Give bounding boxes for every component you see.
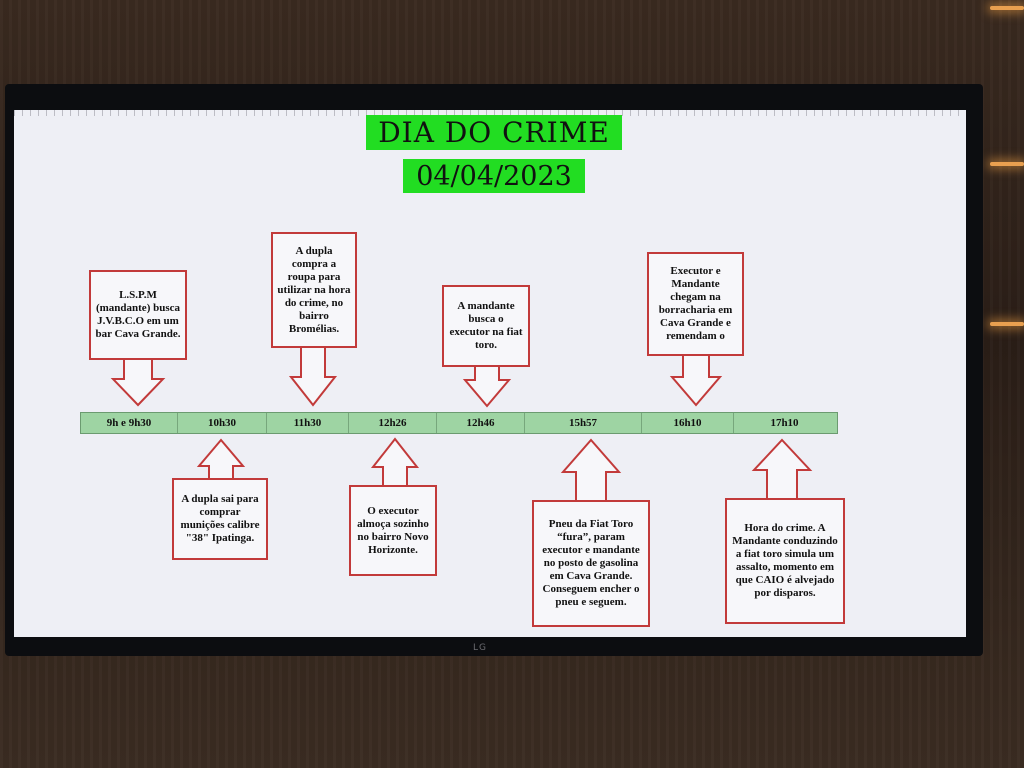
wall-light bbox=[990, 322, 1024, 326]
up-arrow-icon bbox=[560, 438, 622, 503]
event-box-above: A mandante busca o executor na fiat toro… bbox=[442, 285, 530, 367]
event-box-below: Hora do crime. A Mandante conduzindo a f… bbox=[725, 498, 845, 624]
down-arrow-icon bbox=[288, 346, 338, 407]
up-arrow-icon bbox=[751, 438, 813, 501]
event-box-below: Pneu da Fiat Toro “fura”, param executor… bbox=[532, 500, 650, 627]
down-arrow-icon bbox=[669, 354, 723, 407]
wall-light bbox=[990, 6, 1024, 10]
timeline-time: 12h46 bbox=[437, 413, 525, 433]
event-box-below: O executor almoça sozinho no bairro Novo… bbox=[349, 485, 437, 576]
event-box-above: L.S.P.M (mandante) busca J.V.B.C.O em um… bbox=[89, 270, 187, 360]
timeline-time: 15h57 bbox=[525, 413, 642, 433]
up-arrow-icon bbox=[196, 438, 246, 481]
timeline-time: 12h26 bbox=[349, 413, 437, 433]
up-arrow-icon bbox=[370, 437, 420, 488]
tv-brand-logo: LG bbox=[473, 643, 487, 653]
timeline-time: 16h10 bbox=[642, 413, 734, 433]
event-box-above: A dupla compra a roupa para utilizar na … bbox=[271, 232, 357, 348]
event-box-above: Executor e Mandante chegam na borrachari… bbox=[647, 252, 744, 356]
slide-ruler bbox=[14, 110, 966, 116]
down-arrow-icon bbox=[110, 358, 166, 407]
timeline-time: 9h e 9h30 bbox=[81, 413, 178, 433]
event-box-below: A dupla sai para comprar munições calibr… bbox=[172, 478, 268, 560]
timeline-time: 10h30 bbox=[178, 413, 267, 433]
timeline-bar: 9h e 9h30 10h30 11h30 12h26 12h46 15h57 … bbox=[80, 412, 838, 434]
wall-light bbox=[990, 162, 1024, 166]
timeline-time: 11h30 bbox=[267, 413, 349, 433]
slide-date: 04/04/2023 bbox=[403, 159, 585, 193]
slide-screen: DIA DO CRIME 04/04/2023 9h e 9h30 10h30 … bbox=[14, 110, 966, 637]
slide-title: DIA DO CRIME bbox=[366, 115, 622, 150]
timeline-time: 17h10 bbox=[770, 417, 799, 429]
down-arrow-icon bbox=[462, 365, 512, 408]
